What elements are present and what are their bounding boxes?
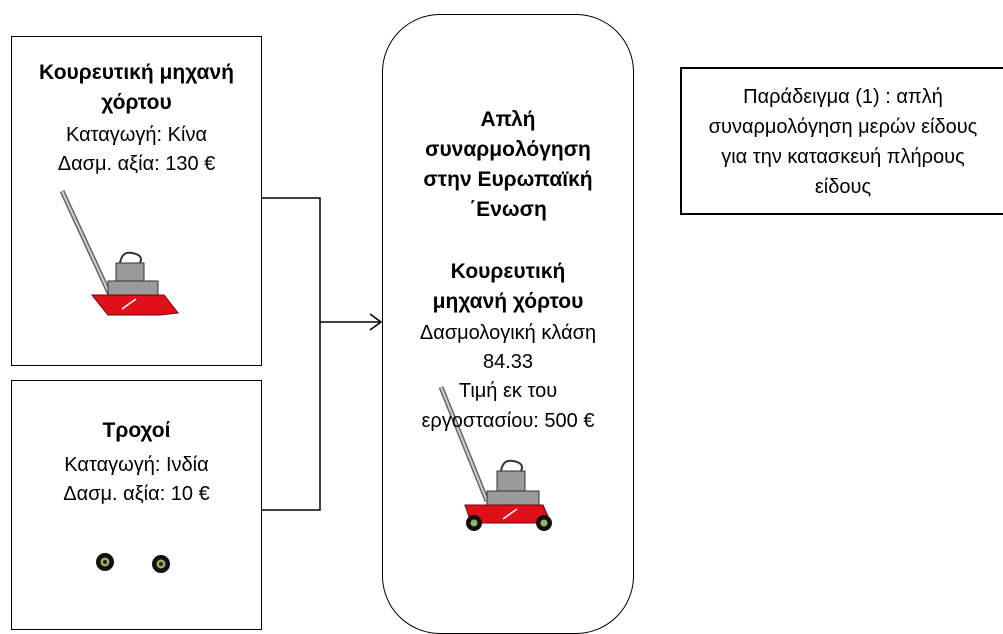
assembly-heading-line2: συναρμολόγηση	[425, 138, 591, 161]
tariff-class-value: 84.33	[482, 351, 534, 373]
assembly-heading-line1: Απλή	[480, 108, 536, 131]
lawnmower-part-box: Κουρευτική μηχανή χόρτου Καταγωγή: Κίνα …	[11, 36, 262, 366]
arrowhead-icon	[369, 313, 383, 331]
lawnmower-customs-value: Δασμ. αξία: 130 €	[57, 153, 216, 175]
example-line2: συναρμολόγηση μερών είδους	[708, 116, 978, 138]
merge-connector	[261, 197, 321, 511]
example-line4: είδους	[814, 176, 872, 198]
product-name-line2: μηχανή χόρτου	[432, 290, 584, 313]
wheels-icon	[96, 553, 170, 573]
wheels-origin: Καταγωγή: Ινδία	[64, 454, 209, 476]
assembly-box: Απλή συναρμολόγηση στην Ευρωπαϊκή ΄Ενωση…	[382, 14, 634, 634]
wheels-customs-value: Δασμ. αξία: 10 €	[63, 483, 210, 505]
lawnmower-title-line1: Κουρευτική μηχανή	[39, 61, 234, 84]
tariff-class-label: Δασμολογική κλάση	[419, 322, 597, 344]
example-note-box: Παράδειγμα (1) : απλή συναρμολόγηση μερώ…	[680, 67, 1003, 215]
example-line3: για την κατασκευή πλήρους	[721, 146, 965, 168]
lawnmower-title-line2: χόρτου	[101, 91, 172, 114]
lawnmower-icon	[59, 189, 179, 316]
wheels-title: Τροχοί	[102, 419, 171, 442]
wheels-part-box: Τροχοί Καταγωγή: Ινδία Δασμ. αξία: 10 €	[11, 380, 262, 630]
assembly-heading-line3: στην Ευρωπαϊκή	[423, 168, 593, 191]
assembly-heading-line4: ΄Ενωση	[469, 198, 547, 221]
price-label: Τιμή εκ του	[458, 380, 558, 402]
product-name-line1: Κουρευτική	[450, 260, 566, 283]
price-value: εργοστασίου: 500 €	[421, 410, 595, 432]
assembled-lawnmower-icon	[438, 386, 552, 531]
lawnmower-origin: Καταγωγή: Κίνα	[65, 124, 208, 146]
example-line1: Παράδειγμα (1) : απλή	[743, 86, 943, 108]
